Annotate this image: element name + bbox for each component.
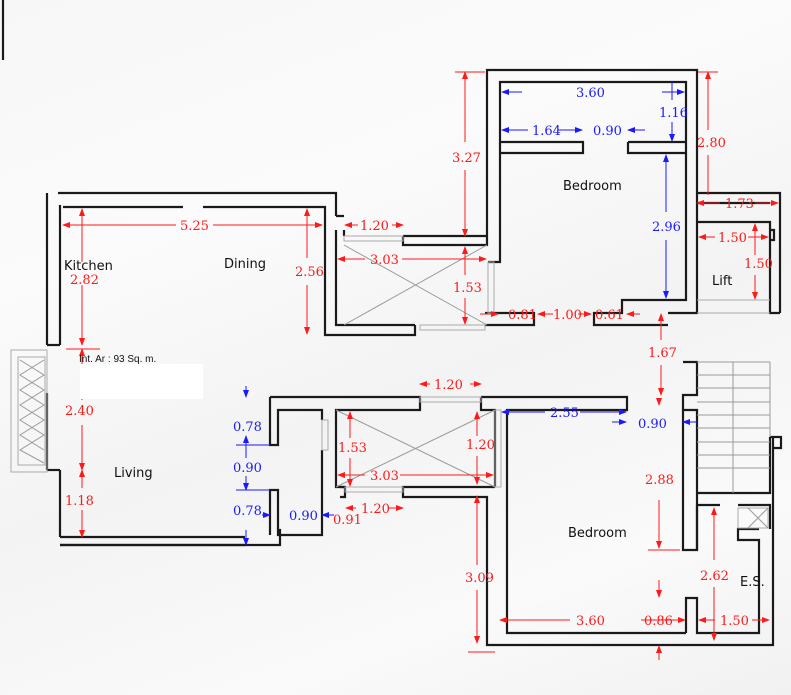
dim-kitchen-width: 5.25 [180, 219, 209, 234]
area-note-box [80, 364, 203, 399]
dim-bed-top-d1: 0.81 [508, 308, 537, 323]
dim-bed-bottom-door: 0.86 [644, 614, 673, 629]
stairs [697, 361, 771, 493]
room-label-dining: Dining [224, 257, 266, 272]
dim-hall-bottom-height-right: 1.20 [466, 438, 495, 453]
red-dimension-labels: 5.25 2.82 2.56 1.20 3.03 1.53 3.27 2.80 … [65, 136, 773, 629]
dim-bed-top-depth: 1.16 [659, 106, 688, 121]
dim-living-door: 0.90 [233, 461, 262, 476]
room-label-kitchen: Kitchen [64, 259, 113, 274]
windows [10, 235, 771, 529]
dim-corridor-gap: 1.67 [648, 346, 677, 361]
dim-bed-top-width: 3.60 [576, 86, 605, 101]
dim-living-w1: 0.78 [233, 420, 262, 435]
area-note: Int. Ar : 93 Sq. m. [79, 354, 156, 365]
dim-bed-bottom-wall: 2.55 [550, 406, 579, 421]
dim-hall-bottom-width: 3.03 [370, 469, 399, 484]
dim-bed-bottom-door-blue: 0.90 [638, 417, 667, 432]
dim-hall-bottom-window-bottom: 1.20 [361, 502, 390, 517]
dim-bed-top-height-outer: 3.27 [452, 151, 481, 166]
room-label-lift: Lift [712, 274, 732, 289]
dim-bed-bottom-height-outer: 3.09 [465, 571, 494, 586]
blue-dimension-labels: 3.60 1.64 0.90 1.16 2.96 0.78 0.90 0.78 … [233, 86, 688, 528]
dim-es-width: 1.50 [720, 614, 749, 629]
dim-bed-top-door: 0.90 [593, 124, 622, 139]
dim-bed-bottom-width: 3.60 [576, 614, 605, 629]
dim-bed-top-right-height: 2.80 [697, 136, 726, 151]
dim-living-upper: 2.40 [65, 404, 94, 419]
dim-closet-width: 0.90 [289, 509, 318, 524]
dim-bed-top-height: 2.96 [652, 220, 681, 235]
room-label-living: Living [114, 466, 153, 481]
dim-bed-top-d2: 1.00 [553, 308, 582, 323]
blue-dimensions [236, 82, 697, 546]
room-label-bedroom-bottom: Bedroom [568, 526, 627, 541]
dim-lift-height: 1.50 [744, 257, 773, 272]
dim-bed-top-wall-left: 1.64 [532, 124, 561, 139]
dim-bed-top-d3: 0.61 [595, 308, 624, 323]
dim-closet-gap: 0.91 [333, 513, 362, 528]
dim-hall-bottom-height-left: 1.53 [338, 441, 367, 456]
dim-living-lower: 1.18 [65, 494, 94, 509]
dim-living-w2: 0.78 [233, 504, 262, 519]
dim-es-height: 2.62 [700, 569, 729, 584]
room-label-bedroom-top: Bedroom [563, 179, 622, 194]
red-dimensions [62, 71, 779, 660]
dim-lift-width: 1.50 [718, 231, 747, 246]
dim-lift-outer-width: 1.73 [725, 197, 754, 212]
dim-hall-bottom-window-top: 1.20 [434, 378, 463, 393]
dim-dining-height: 2.56 [295, 265, 324, 280]
dim-hall-top-height: 1.53 [453, 281, 482, 296]
room-label-es: E.S. [740, 575, 765, 590]
dim-kitchen-height: 2.82 [70, 273, 99, 288]
dim-hall-top-window: 1.20 [360, 219, 389, 234]
dim-bed-bottom-right-height: 2.88 [645, 473, 674, 488]
dim-hall-top-width: 3.03 [370, 253, 399, 268]
walls [1, 0, 783, 647]
